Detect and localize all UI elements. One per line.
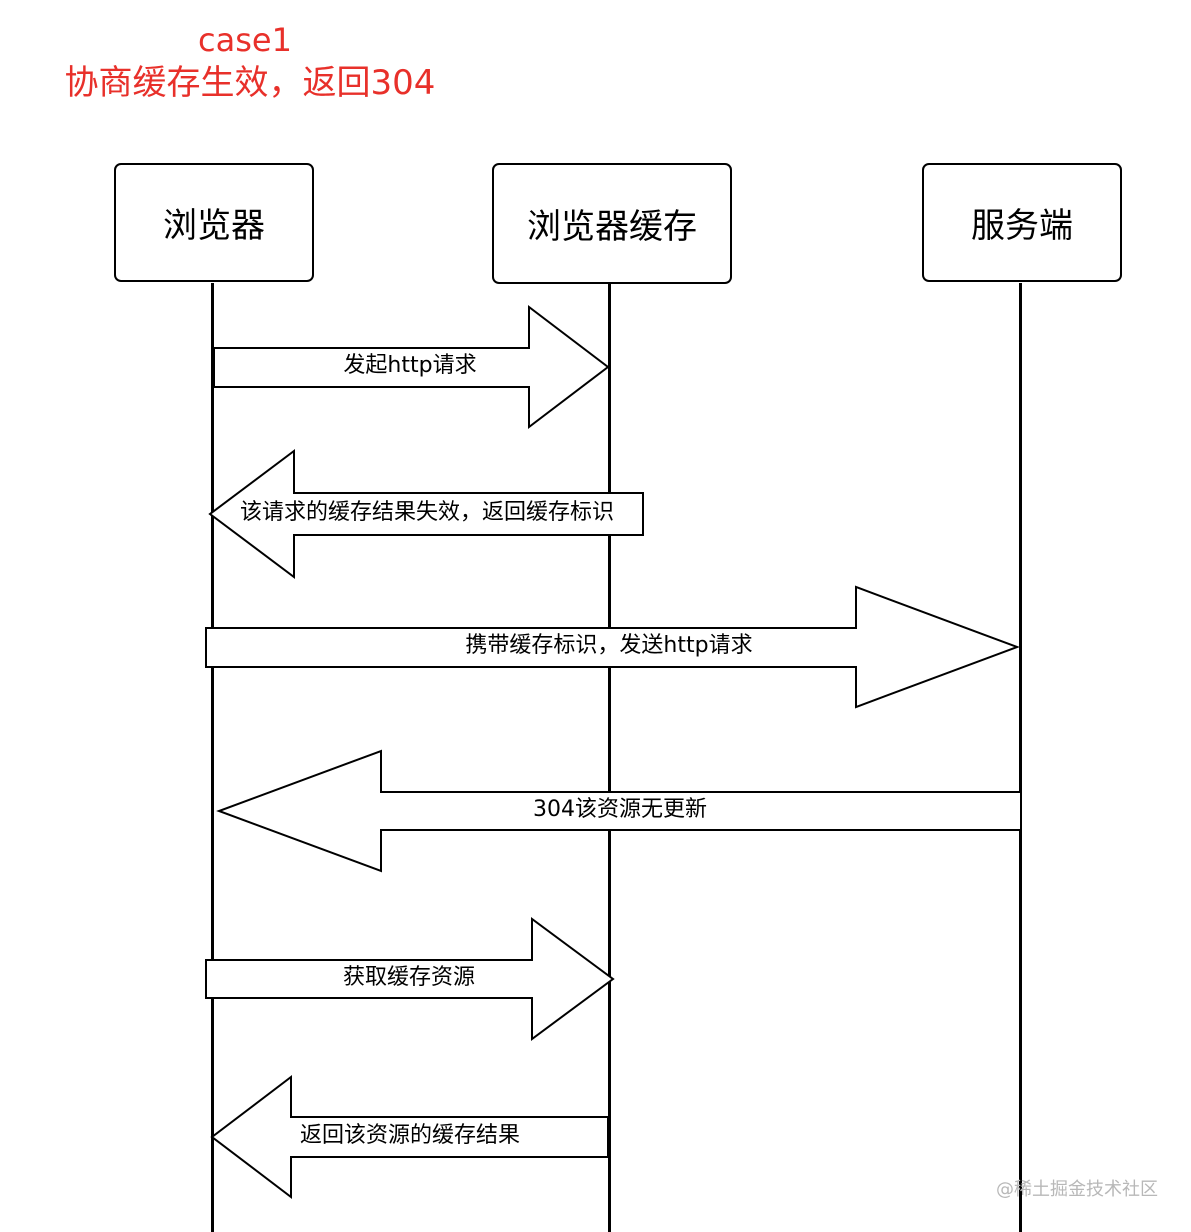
arrow-cache-identifier-back [208, 449, 644, 579]
message-label-return-cached-result: 返回该资源的缓存结果 [299, 1123, 520, 1148]
lifeline-browser [211, 283, 214, 1232]
arrow-request-to-server [205, 585, 1020, 709]
arrow-304-not-modified [216, 749, 1022, 873]
actor-server: 服务端 [922, 163, 1122, 282]
actor-browser: 浏览器 [114, 163, 314, 282]
message-label-304-not-modified: 304该资源无更新 [533, 797, 707, 822]
arrow-get-cached-resource [205, 917, 615, 1041]
lifeline-server [1019, 283, 1022, 1232]
diagram-title-case: case1 [198, 21, 292, 59]
message-label-get-cached-resource: 获取缓存资源 [342, 965, 475, 990]
arrow-return-cached-result [210, 1074, 609, 1200]
arrow-request-to-cache [213, 304, 610, 430]
lifeline-browser-cache [608, 284, 611, 1232]
actor-browser-cache: 浏览器缓存 [492, 163, 732, 284]
message-label-send-request: 发起http请求 [343, 353, 477, 378]
message-label-cache-expired: 该请求的缓存结果失效，返回缓存标识 [239, 500, 614, 525]
message-label-request-with-identifier: 携带缓存标识，发送http请求 [465, 633, 753, 658]
watermark-text: @稀土掘金技术社区 [996, 1179, 1158, 1200]
diagram-title-description: 协商缓存生效，返回304 [64, 63, 436, 103]
